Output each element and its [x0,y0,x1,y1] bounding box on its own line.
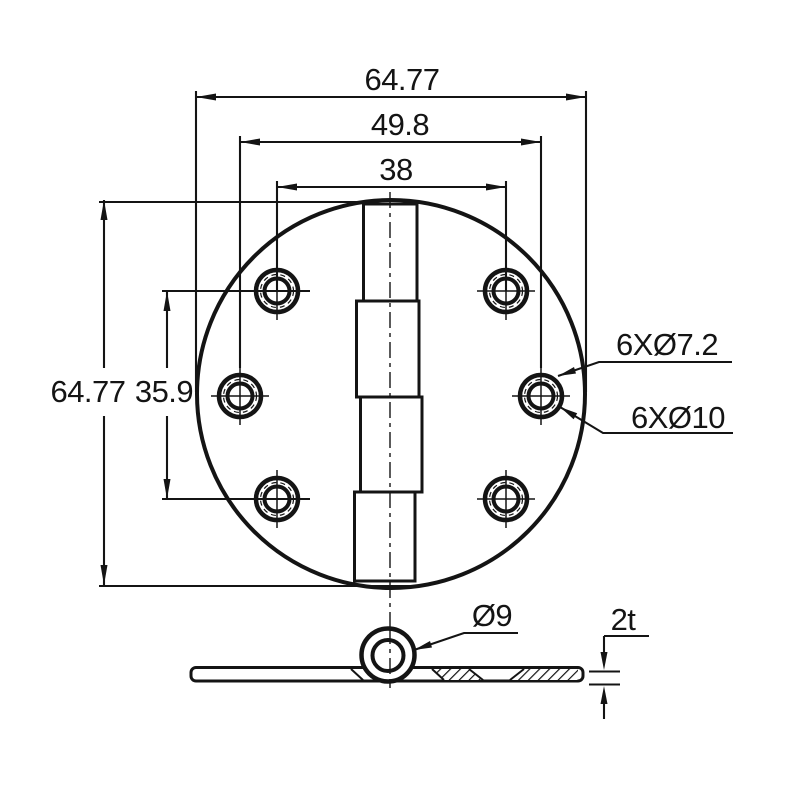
arrowhead-down-icon [100,565,108,585]
barrel-pin-hole-circle [370,638,406,673]
section-edge-line [431,668,445,681]
dim-label-height-holes: 35.9 [135,374,193,409]
section-hatch-left [432,669,483,680]
callout-holes-inner: 6XØ7.2 [557,327,732,377]
arrowhead-left-icon [196,93,216,101]
leader-arrowhead-icon [560,407,578,420]
section-hatch-right [510,669,578,680]
countersink-edge-line [468,668,484,681]
dimension-width-mid-holes: 49.8 [238,107,543,368]
callout-label-barrel: Ø9 [472,598,512,633]
dim-label-height-overall: 64.77 [50,374,125,409]
barrel-knuckle-segment [353,490,417,583]
arrowhead-right-icon [486,183,506,191]
dimension-height-overall: 64.77 [50,200,420,588]
callout-label-inner: 6XØ7.2 [616,327,718,362]
mounting-hole-bottom-right [477,470,535,528]
arrowhead-left-icon [277,183,297,191]
arrowhead-left-icon [240,138,260,146]
arrowhead-up-icon [600,686,608,704]
leaf-bend-line [350,668,364,681]
dim-label-width-mid: 49.8 [371,107,429,142]
barrel-knuckle-segment [355,299,421,399]
mounting-hole-top-left [248,262,306,320]
dim-label-width-overall: 64.77 [364,62,439,97]
dim-label-width-top: 38 [379,152,412,187]
dim-label-thickness: 2t [611,602,637,637]
dimension-width-overall: 64.77 [194,62,588,392]
leader-arrowhead-icon [414,641,432,650]
mounting-hole-mid-left [211,367,269,425]
callout-holes-outer: 6XØ10 [559,400,733,435]
dimension-thickness: 2t [589,602,649,719]
dimension-height-holes: 35.9 [135,289,310,501]
arrowhead-down-icon [163,479,171,499]
side-view [189,626,585,686]
callout-label-outer: 6XØ10 [631,400,725,435]
mounting-hole-bottom-left [248,470,306,528]
hinge-barrel [353,202,424,583]
arrowhead-down-icon [600,652,608,670]
arrowhead-up-icon [100,200,108,220]
callout-barrel-diameter: Ø9 [413,598,518,651]
countersink-edge-line [509,668,525,681]
hinge-outline-circle [195,198,587,590]
barrel-knuckle-segment [359,395,424,494]
arrowhead-right-icon [566,93,586,101]
leader-arrowhead-icon [558,367,576,376]
arrowhead-right-icon [521,138,541,146]
arrowhead-up-icon [163,291,171,311]
mounting-hole-top-right [477,262,535,320]
